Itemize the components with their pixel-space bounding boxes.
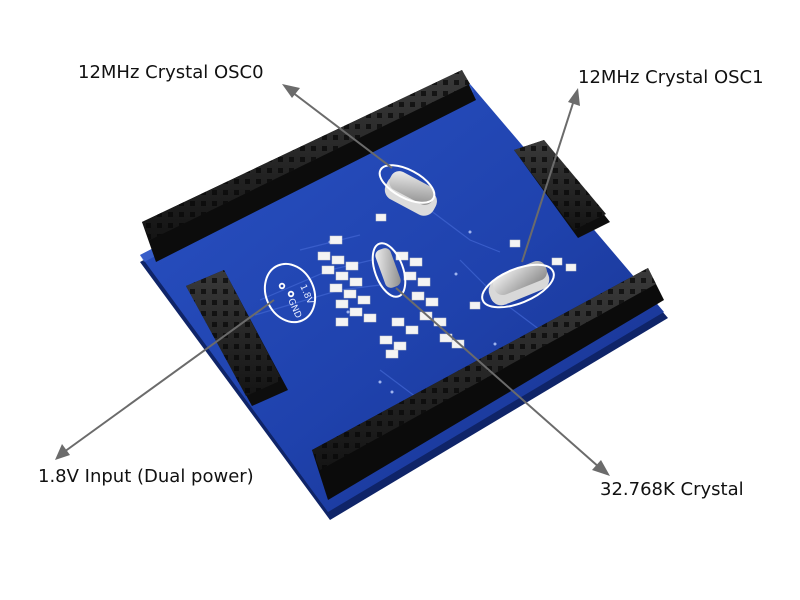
crystal-osc0	[378, 164, 437, 216]
smd-components	[317, 213, 577, 359]
label-1v8-input: 1.8V Input (Dual power)	[38, 466, 254, 487]
crystal-osc1	[481, 260, 555, 309]
header-bottom-right	[312, 268, 664, 500]
crystal-32k	[371, 242, 407, 298]
label-32k-crystal: 32.768K Crystal	[600, 479, 744, 500]
arrow-power	[55, 299, 275, 460]
arrow-osc0	[282, 84, 393, 169]
header-top-left	[142, 70, 476, 262]
label-12mhz-osc1: 12MHz Crystal OSC1	[578, 67, 764, 88]
arrow-osc1	[521, 88, 580, 263]
header-right-small	[514, 140, 610, 238]
arrow-32k	[395, 287, 610, 476]
header-left-small	[186, 270, 288, 406]
label-12mhz-osc0: 12MHz Crystal OSC0	[78, 62, 264, 83]
